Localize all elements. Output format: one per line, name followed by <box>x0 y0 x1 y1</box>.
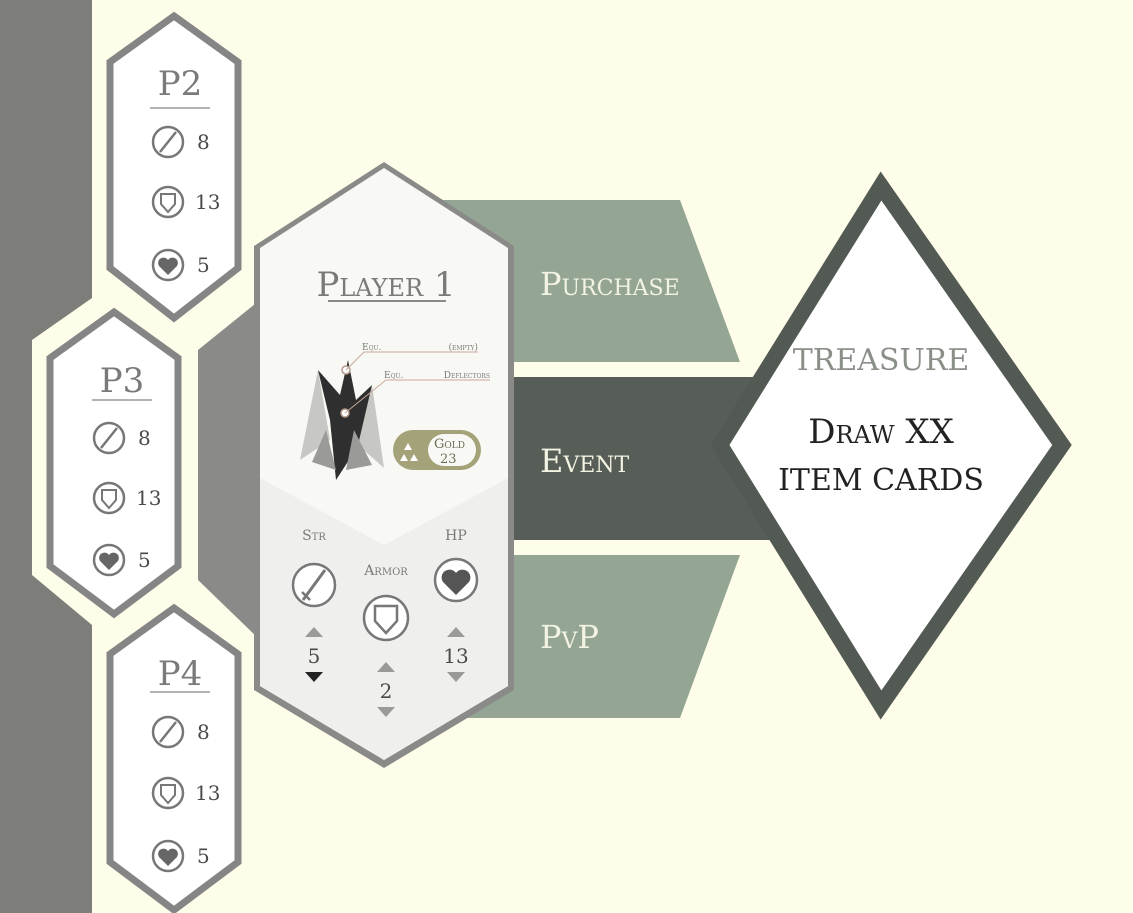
heart-icon <box>433 557 479 603</box>
player1-name: Player 1 <box>316 265 455 305</box>
hp-decrease-button[interactable] <box>447 672 465 682</box>
equipment-slot-1-label: Equ. <box>362 343 382 353</box>
treasure-diamond[interactable] <box>710 171 1072 720</box>
arrow-down-icon[interactable] <box>377 707 395 717</box>
armor-decrease-button[interactable] <box>377 707 395 717</box>
player-card-p4[interactable]: P4 8 13 5 <box>106 603 242 913</box>
armor-value: 13 <box>195 781 220 805</box>
str-value: 8 <box>138 426 151 450</box>
arrow-down-icon[interactable] <box>305 672 323 682</box>
str-value: 8 <box>197 720 210 744</box>
event-label: Event <box>540 442 630 480</box>
armor-increase-button[interactable] <box>377 662 395 672</box>
sword-icon <box>291 562 337 608</box>
gold-badge: Gold 23 <box>393 430 481 470</box>
pvp-label: PvP <box>540 618 599 656</box>
purchase-label: Purchase <box>540 265 680 303</box>
sword-icon <box>151 125 185 159</box>
str-decrease-button[interactable] <box>305 672 323 682</box>
player-name: P2 <box>158 64 203 104</box>
shield-icon <box>362 594 410 642</box>
str-value: 5 <box>308 644 321 668</box>
sidebar-strip <box>0 0 92 913</box>
purchase-band[interactable] <box>440 200 740 362</box>
sword-icon <box>151 715 185 749</box>
hp-label: HP <box>445 528 467 544</box>
pvp-band[interactable] <box>440 555 740 718</box>
armor-value: 2 <box>380 679 393 703</box>
gold-label: Gold <box>434 437 465 452</box>
treasure-line2: ITEM CARDS <box>778 463 984 498</box>
equipment-slot-2-label: Equ. <box>384 371 404 381</box>
gold-bars-icon <box>400 443 418 461</box>
sword-icon <box>92 421 126 455</box>
player1-connector <box>198 300 260 640</box>
hp-value: 5 <box>138 548 151 572</box>
arrow-up-icon[interactable] <box>305 627 323 637</box>
str-label: Str <box>302 528 326 544</box>
hp-value: 5 <box>197 253 210 277</box>
player-card-p2[interactable]: P2 8 13 5 <box>106 11 242 323</box>
equipment-slot-1-value: (empty) <box>448 342 478 353</box>
armor-value: 13 <box>136 486 161 510</box>
str-value: 8 <box>197 130 210 154</box>
arrow-up-icon[interactable] <box>447 627 465 637</box>
equipment-slot-2-value: Deflectors <box>444 371 490 381</box>
hp-increase-button[interactable] <box>447 627 465 637</box>
heart-icon <box>151 248 185 282</box>
armor-label: Armor <box>363 563 408 579</box>
arrow-up-icon[interactable] <box>377 662 395 672</box>
str-increase-button[interactable] <box>305 627 323 637</box>
heart-icon <box>151 839 185 873</box>
arrow-down-icon[interactable] <box>447 672 465 682</box>
treasure-title: TREASURE <box>793 343 969 378</box>
shield-icon <box>92 481 126 515</box>
shield-icon <box>151 185 185 219</box>
player-name: P4 <box>158 654 203 694</box>
event-band[interactable] <box>440 377 780 540</box>
hp-value: 5 <box>197 844 210 868</box>
gold-value: 23 <box>440 452 457 467</box>
shield-icon <box>151 776 185 810</box>
treasure-line1: Draw XX <box>808 412 954 452</box>
player-name: P3 <box>100 361 145 401</box>
heart-icon <box>92 543 126 577</box>
armor-value: 13 <box>195 190 220 214</box>
player-card-p3[interactable]: P3 8 13 5 <box>46 307 182 619</box>
hp-value: 13 <box>443 644 468 668</box>
character-icon <box>300 360 384 480</box>
